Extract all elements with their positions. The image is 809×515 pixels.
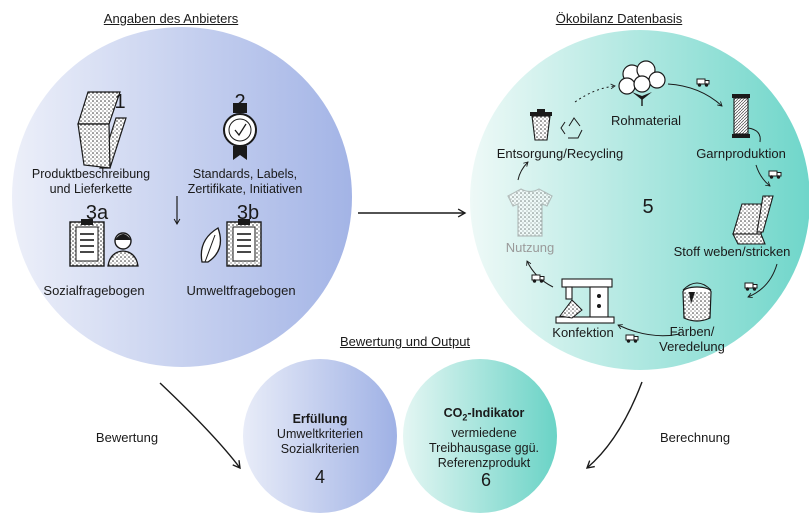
nutzung-label: Nutzung xyxy=(505,240,555,255)
number-6: 6 xyxy=(480,470,492,490)
yarn-spool-icon xyxy=(732,94,761,143)
co2-title-pre: CO xyxy=(443,406,463,420)
fulfillment-text: Erfüllung Umweltkriterien Sozialkriterie… xyxy=(277,412,363,457)
bottom-section-title: Bewertung und Output xyxy=(339,334,471,349)
berechnung-label: Berechnung xyxy=(659,430,731,445)
number-3b: 3b xyxy=(236,202,260,224)
bewertung-arrow xyxy=(159,382,241,470)
fulfillment-circle xyxy=(243,359,397,513)
number-4: 4 xyxy=(314,467,326,487)
number-1: 1 xyxy=(114,91,126,113)
right-section-title: Ökobilanz Datenbasis xyxy=(555,11,683,26)
konfektion-label: Konfektion xyxy=(552,325,614,340)
left-section-title: Angaben des Anbieters xyxy=(103,11,239,26)
berechnung-arrow xyxy=(585,381,643,469)
stoff-label: Stoff weben/stricken xyxy=(673,244,791,259)
garnproduktion-label: Garnproduktion xyxy=(696,146,786,161)
number-2: 2 xyxy=(234,91,246,113)
sewing-machine-icon xyxy=(555,278,615,324)
item1-line1: Produktbeschreibung xyxy=(31,167,151,181)
fabric-roll-icon xyxy=(77,91,127,169)
cotton-icon xyxy=(618,60,666,106)
faerben-line1: Färben/ xyxy=(669,324,715,339)
clipboard-person-icon xyxy=(69,219,139,267)
co2-line3: Referenzprodukt xyxy=(437,455,531,470)
co2-title-post: -Indikator xyxy=(467,406,525,420)
medal-icon xyxy=(223,103,257,160)
item3a-label: Sozialfragebogen xyxy=(43,283,145,298)
co2-title-sub: 2 xyxy=(462,412,468,423)
paint-bucket-icon xyxy=(682,282,712,322)
truck-icons xyxy=(531,78,782,343)
fabric-icon xyxy=(732,195,774,245)
item2-label: Standards, Labels, Zertifikate, Initiati… xyxy=(188,167,303,197)
lca-circle xyxy=(470,30,809,370)
entsorgung-label: Entsorgung/Recycling xyxy=(496,146,624,161)
number-5: 5 xyxy=(642,196,654,218)
recycle-icon xyxy=(560,117,583,139)
fulfillment-line2: Sozialkriterien xyxy=(280,442,360,456)
item2-line1: Standards, Labels, xyxy=(192,167,298,181)
co2-title: CO2-Indikator xyxy=(429,406,539,426)
co2-line1: vermiedene xyxy=(451,425,517,440)
bewertung-label: Bewertung xyxy=(95,430,159,445)
fulfillment-line1: Umweltkriterien xyxy=(276,427,364,441)
co2-circle xyxy=(403,359,557,513)
item1-line2: und Lieferkette xyxy=(49,182,133,196)
item3b-label: Umweltfragebogen xyxy=(186,283,296,298)
leaf-clipboard-icon xyxy=(200,219,262,267)
fulfillment-title: Erfüllung xyxy=(292,412,348,426)
faerben-line2: Veredelung xyxy=(659,339,725,354)
rohmaterial-label: Rohmaterial xyxy=(610,113,682,128)
faerben-label: Färben/ Veredelung xyxy=(659,324,725,354)
provider-circle xyxy=(12,27,352,367)
item2-line2: Zertifikate, Initiativen xyxy=(187,182,303,196)
co2-text: CO2-Indikator vermiedene Treibhausgase g… xyxy=(429,406,539,471)
tshirt-icon xyxy=(507,188,553,237)
item1-label: Produktbeschreibung und Lieferkette xyxy=(32,167,150,197)
number-3a: 3a xyxy=(85,202,109,224)
trash-bin-icon xyxy=(530,109,552,141)
co2-line2: Treibhausgase ggü. xyxy=(428,440,540,455)
